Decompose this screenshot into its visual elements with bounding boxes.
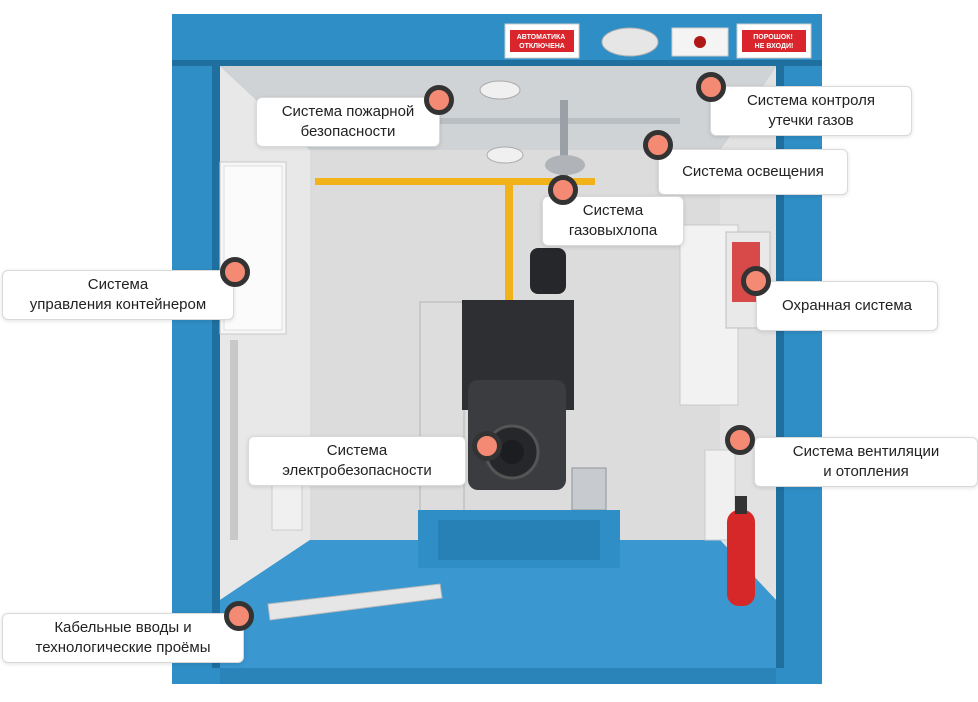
exhaust-fan <box>545 155 585 175</box>
marker-container-control[interactable] <box>220 257 250 287</box>
callout-container-control: Система управления контейнером <box>2 270 234 320</box>
gas-pipe <box>315 178 595 185</box>
sign-powder-line1: ПОРОШОК! <box>753 34 793 41</box>
sign-automation-line2: ОТКЛЮЧЕНА <box>519 43 565 50</box>
marker-security[interactable] <box>741 266 771 296</box>
marker-ventilation-heating[interactable] <box>725 425 755 455</box>
callout-fire-safety: Система пожарной безопасности <box>256 97 440 147</box>
callout-lighting: Система освещения <box>658 149 848 195</box>
marker-gas-leak-control[interactable] <box>696 72 726 102</box>
marker-electrical-safety[interactable] <box>472 431 502 461</box>
marker-lighting[interactable] <box>643 130 673 160</box>
svg-text:ПОРОШОК! НЕ ВХОДИ!: ПОРОШОК! НЕ ВХОДИ! <box>753 34 795 50</box>
sign-powder-line2: НЕ ВХОДИ! <box>755 43 794 50</box>
marker-gas-exhaust[interactable] <box>548 175 578 205</box>
smoke-detector <box>479 80 521 100</box>
marker-cable-entries[interactable] <box>224 601 254 631</box>
callout-cable-entries: Кабельные вводы и технологические проёмы <box>2 613 244 663</box>
fuel-tank <box>571 467 607 511</box>
cable-tray <box>267 583 443 621</box>
ceiling-light <box>486 146 524 164</box>
callout-gas-leak-control: Система контроля утечки газов <box>710 86 912 136</box>
fire-extinguisher <box>727 510 755 606</box>
ceiling-lamp <box>601 27 659 57</box>
callout-ventilation-heating: Система вентиляции и отопления <box>754 437 978 487</box>
callout-security: Охранная система <box>756 281 938 331</box>
callout-electrical-safety: Система электробезопасности <box>248 436 466 486</box>
marker-fire-safety[interactable] <box>424 85 454 115</box>
sign-automation-line1: АВТОМАТИКА <box>517 34 566 41</box>
floor <box>220 540 776 668</box>
svg-text:АВТОМАТИКА ОТКЛЮЧЕНА: АВТОМАТИКА ОТКЛЮЧЕНА <box>517 34 568 50</box>
